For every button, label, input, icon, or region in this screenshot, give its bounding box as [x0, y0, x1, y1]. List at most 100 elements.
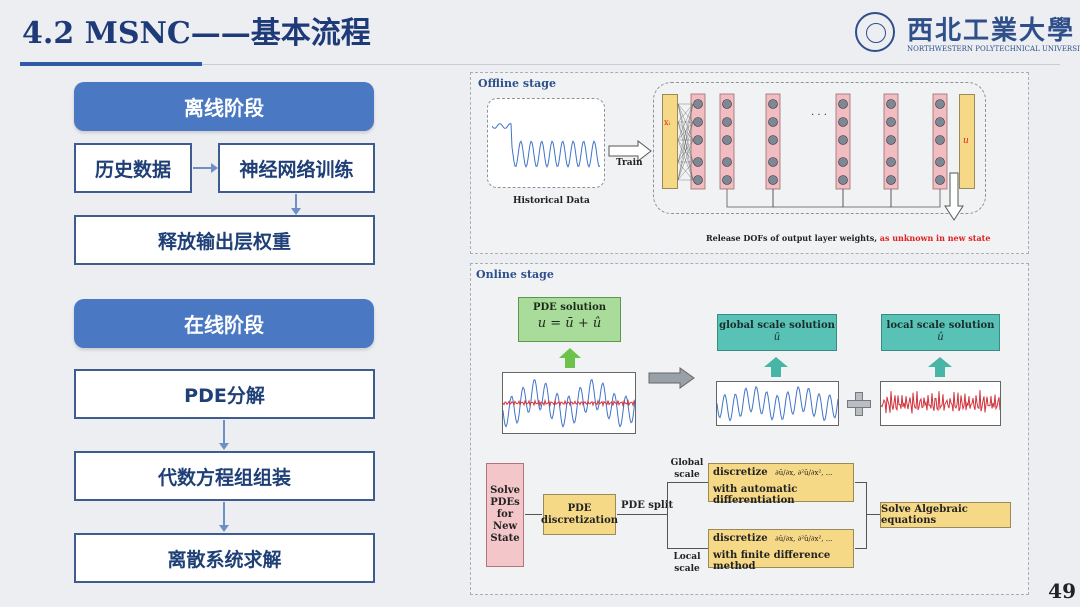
connector-line: [855, 482, 866, 483]
neuron: [935, 175, 945, 185]
right-arrow-icon: [608, 140, 652, 162]
global-scale-solution-box: global scale solution ū: [717, 314, 837, 351]
pde-solution-wave-local: [503, 398, 635, 408]
university-name-en: NORTHWESTERN POLYTECHNICAL UNIVERSITY: [907, 45, 1080, 53]
historical-data-frame: [487, 98, 605, 188]
neuron: [935, 117, 945, 127]
title-underline: [20, 62, 202, 66]
down-arrow-icon: [223, 420, 225, 444]
pde-discretization-box: PDE discretization: [541, 494, 618, 535]
finite-diff-label: with finite difference method: [713, 550, 831, 572]
neuron: [768, 157, 778, 167]
neuron: [838, 157, 848, 167]
local-scale-wave-chart: [881, 390, 1000, 414]
global-scale-wave-chart: [717, 385, 838, 422]
local-solution-label: local scale solution: [886, 320, 995, 331]
neural-network-frame: [653, 82, 986, 214]
page-title: 4.2 MSNC——基本流程: [22, 16, 371, 51]
assemble-equations-box: 代数方程组组装: [74, 451, 375, 501]
university-logo: 西北工業大學 NORTHWESTERN POLYTECHNICAL UNIVER…: [855, 10, 1080, 58]
skip-connection: [772, 189, 844, 208]
output-layer: [959, 94, 975, 189]
neuron: [886, 157, 896, 167]
up-arrow-icon: [559, 348, 581, 368]
connection: [677, 103, 694, 141]
page-number: 49: [1048, 579, 1076, 603]
neuron: [722, 135, 732, 145]
input-layer: [662, 94, 678, 189]
neural-network-diagram: [677, 93, 948, 208]
release-dofs-caption: Release DOFs of output layer weights, as…: [706, 233, 990, 243]
neuron: [722, 99, 732, 109]
down-arrow-icon: [219, 525, 229, 532]
neuron: [768, 175, 778, 185]
neuron: [935, 99, 945, 109]
neuron: [722, 117, 732, 127]
global-scale-label: Global scale: [670, 458, 704, 480]
release-weights-box: 释放输出层权重: [74, 215, 375, 265]
skip-connection: [842, 189, 892, 208]
global-solution-label: global scale solution: [719, 320, 835, 331]
nn-training-box: 神经网络训练: [218, 143, 375, 193]
connection: [677, 161, 694, 181]
connector-line: [667, 482, 708, 483]
train-label: Train: [616, 158, 643, 168]
local-scale-label: Local scale: [673, 552, 701, 574]
online-stage-header: 在线阶段: [74, 299, 374, 348]
pde-split-label: PDE split: [621, 500, 674, 511]
release-highlight: as unknown in new state: [876, 233, 991, 243]
down-arrow-icon: [944, 172, 964, 221]
neuron: [935, 157, 945, 167]
neuron: [722, 157, 732, 167]
right-arrow-icon: [193, 167, 213, 169]
neuron: [768, 99, 778, 109]
down-arrow-icon: [295, 194, 297, 210]
connector-line: [525, 514, 542, 515]
offline-stage-header: 离线阶段: [74, 82, 374, 131]
neuron: [693, 117, 703, 127]
neuron: [838, 135, 848, 145]
connector-line: [866, 514, 880, 515]
solve-discrete-system-box: 离散系统求解: [74, 533, 375, 583]
connection: [677, 103, 694, 181]
university-name-cn: 西北工業大學: [907, 16, 1076, 46]
plus-icon: [847, 392, 871, 416]
pde-solution-wave-chart: [503, 379, 635, 428]
global-derivatives: ∂ū/∂x, ∂²ū/∂x², ...: [775, 469, 833, 477]
global-discretize-box: discretize ∂ū/∂x, ∂²ū/∂x², ... with auto…: [708, 463, 854, 506]
input-node-label: xᵢ: [664, 118, 671, 127]
connection: [677, 103, 694, 123]
history-data-box: 历史数据: [74, 143, 192, 193]
local-derivatives: ∂û/∂x, ∂²û/∂x², ...: [775, 535, 833, 543]
neuron: [693, 135, 703, 145]
pde-solution-formula: u = ū + û: [537, 316, 602, 331]
neuron: [693, 99, 703, 109]
up-arrow-icon: [928, 357, 952, 377]
right-arrow-icon: [211, 163, 218, 173]
right-arrow-icon: [648, 367, 695, 389]
neuron: [838, 175, 848, 185]
skip-connection: [890, 189, 941, 208]
global-scale-wave: [717, 385, 838, 422]
connector-line: [855, 548, 866, 549]
historical-data-chart: [492, 123, 600, 169]
pde-solution-label: PDE solution: [532, 302, 607, 313]
output-node-label: u: [963, 136, 969, 146]
release-text: Release DOFs of output layer weights,: [706, 233, 877, 243]
connector-line: [667, 548, 708, 549]
connection: [677, 121, 694, 181]
skip-connection: [726, 189, 774, 208]
connection: [677, 139, 694, 181]
online-stage-title: Online stage: [476, 268, 554, 281]
global-solution-symbol: ū: [773, 332, 781, 343]
pde-decomposition-box: PDE分解: [74, 369, 375, 419]
neuron: [838, 117, 848, 127]
solve-pdes-box: Solve PDEs for New State: [486, 463, 524, 567]
hidden-layers-ellipsis: · · ·: [811, 110, 827, 121]
offline-stage-title: Offline stage: [478, 77, 556, 90]
neuron: [768, 135, 778, 145]
university-seal-icon: [855, 12, 895, 52]
local-scale-wave: [881, 390, 1000, 414]
neuron: [886, 99, 896, 109]
neuron: [886, 175, 896, 185]
